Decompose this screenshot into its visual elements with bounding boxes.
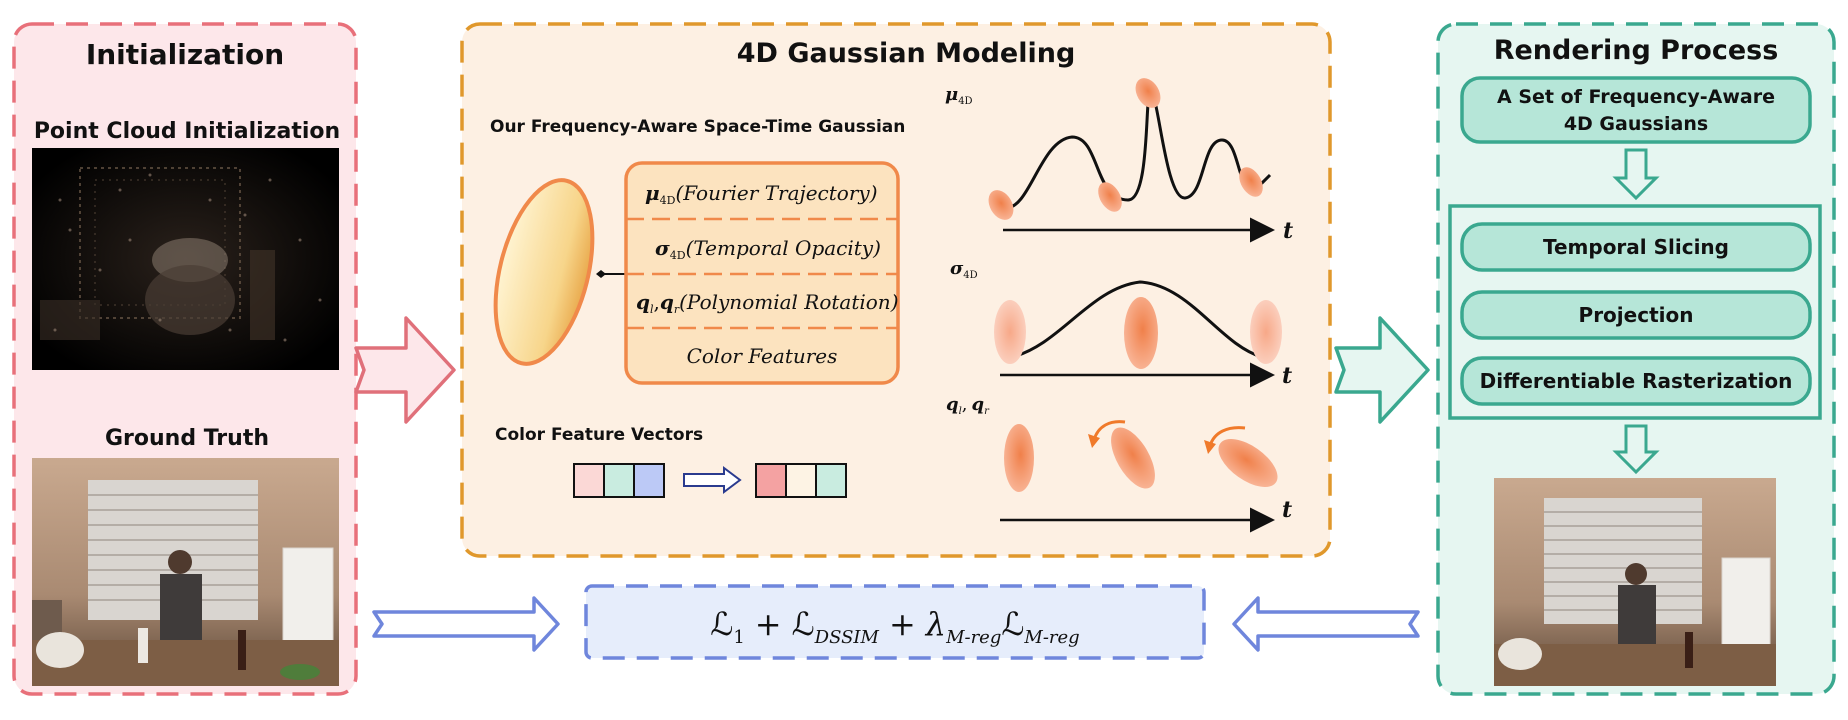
loss-box: ℒ1+ℒDSSIM+λM-regℒM-reg	[584, 584, 1206, 660]
attr-color: Color Features	[687, 344, 838, 368]
step-rasterization-label: Differentiable Rasterization	[1480, 369, 1793, 393]
plot-mu-symbol: μ4D	[945, 84, 973, 107]
gaussian-marker	[988, 190, 1014, 220]
point-cloud-label: Point Cloud Initialization	[34, 119, 340, 144]
color-vectors-label: Color Feature Vectors	[495, 425, 703, 445]
modeling-panel: 4D Gaussian Modeling Our Frequency-Aware…	[460, 22, 1332, 558]
steps-group-box	[1448, 204, 1822, 420]
gaussian-marker	[1218, 439, 1278, 487]
ground-truth-label: Ground Truth	[105, 426, 269, 451]
gaussian-set-box	[1460, 76, 1812, 144]
rendering-panel: Rendering Process A Set of Frequency-Awa…	[1436, 22, 1836, 696]
gaussian-set-line1: A Set of Frequency-Aware	[1497, 86, 1775, 108]
plot-q-symbol: ql,qr	[946, 394, 990, 417]
gaussian-marker	[1004, 424, 1034, 492]
color-vector-right	[755, 463, 847, 498]
plot-sigma: σ4D t	[950, 258, 1292, 389]
attr-sigma: σ4D(Temporal Opacity)	[655, 236, 881, 262]
step-temporal-slicing-label: Temporal Slicing	[1543, 235, 1729, 259]
down-arrow-icon	[1612, 424, 1660, 475]
attr-q: ql,qr(Polynomial Rotation)	[636, 290, 899, 316]
arrow-modeling-to-rendering	[1334, 316, 1430, 424]
plot-sigma-symbol: σ4D	[950, 258, 978, 281]
rendering-title: Rendering Process	[1494, 35, 1779, 66]
plot-mu: μ4D t	[945, 78, 1293, 244]
gaussian-marker	[1098, 182, 1122, 212]
plot-mu-axis: t	[1283, 218, 1293, 244]
attr-mu: μ4D(Fourier Trajectory)	[645, 181, 878, 207]
gaussian-marker	[1239, 167, 1263, 197]
gaussian-marker	[1135, 78, 1161, 108]
point-cloud-image	[32, 148, 339, 370]
plot-q: ql,qr t	[946, 394, 1292, 533]
color-vector-left	[573, 463, 665, 498]
arrow-render-to-loss	[1232, 596, 1420, 652]
step-projection	[1460, 290, 1812, 340]
gaussian-marker	[1250, 300, 1282, 364]
modeling-title: 4D Gaussian Modeling	[737, 38, 1076, 69]
gaussian-marker	[1124, 297, 1158, 369]
arrow-gt-to-loss	[372, 596, 560, 652]
gaussian-label: Our Frequency-Aware Space-Time Gaussian	[490, 117, 905, 137]
rendered-image	[1494, 478, 1776, 686]
step-temporal-slicing	[1460, 222, 1812, 272]
plot-sigma-axis: t	[1282, 363, 1292, 389]
plot-q-axis: t	[1282, 497, 1292, 523]
space-time-gaussian-icon	[493, 178, 595, 366]
attribute-box: μ4D(Fourier Trajectory) σ4D(Temporal Opa…	[624, 161, 900, 385]
initialization-panel: Initialization Point Cloud Initializatio…	[12, 22, 358, 696]
gaussian-marker	[994, 300, 1026, 364]
arrow-init-to-modeling	[354, 316, 456, 424]
initialization-title: Initialization	[86, 38, 284, 71]
step-projection-label: Projection	[1579, 303, 1694, 327]
down-arrow-icon	[1612, 148, 1660, 201]
double-arrow-icon	[683, 466, 742, 494]
step-rasterization	[1460, 356, 1812, 406]
gaussian-set-line2: 4D Gaussians	[1564, 113, 1708, 135]
loss-formula: ℒ1+ℒDSSIM+λM-regℒM-reg	[710, 605, 1079, 648]
gaussian-marker	[1111, 427, 1155, 489]
ground-truth-image	[32, 458, 339, 686]
